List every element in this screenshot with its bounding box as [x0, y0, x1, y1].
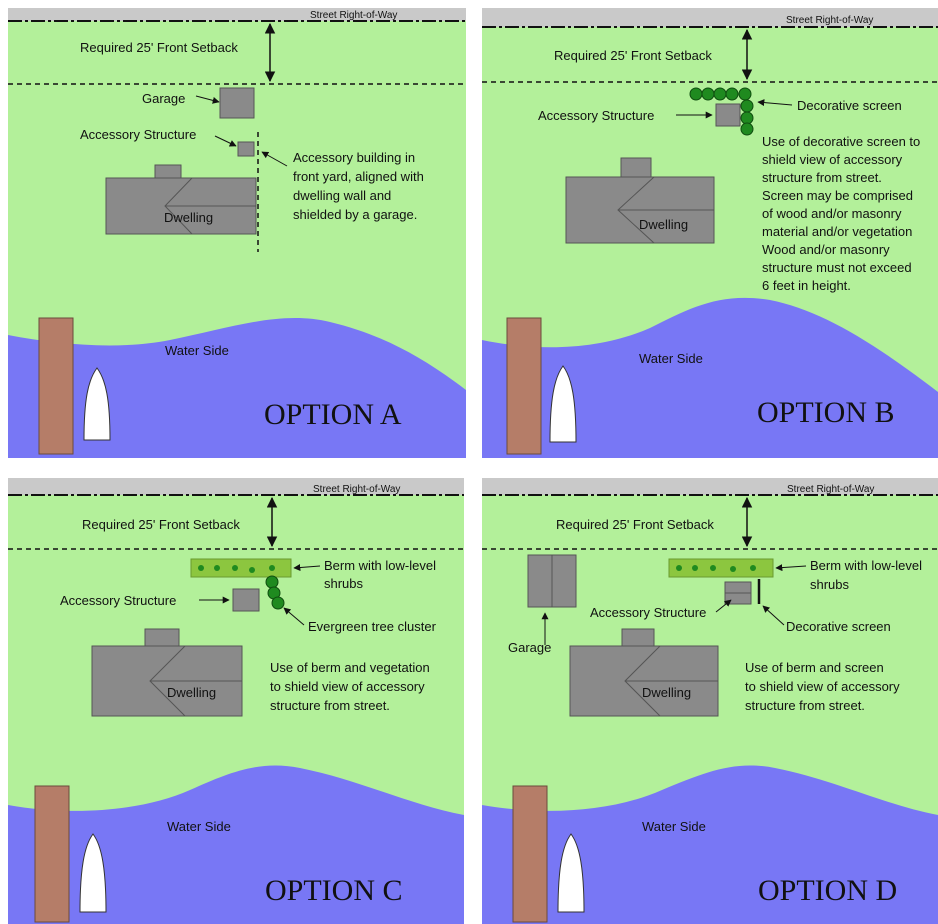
boat [549, 365, 577, 443]
berm-arrow [293, 564, 321, 572]
panel-option-a: Street Right-of-Way Required 25' Front S… [8, 8, 466, 458]
water-area [8, 318, 466, 458]
street-label: Street Right-of-Way [787, 484, 874, 495]
note-line: Screen may be comprised [762, 188, 913, 203]
dock [34, 785, 70, 923]
street-label: Street Right-of-Way [310, 10, 397, 21]
option-title: OPTION B [757, 396, 895, 429]
note-line: of wood and/or masonry [762, 206, 902, 221]
dwelling-label: Dwelling [639, 217, 688, 232]
berm-label: Berm with low-level [810, 558, 922, 573]
boat [557, 833, 585, 913]
decorative-screen [689, 87, 754, 136]
accessory-arrow [715, 599, 732, 613]
panel-option-d: Street Right-of-Way Required 25' Front S… [482, 478, 938, 924]
street-strip [8, 8, 466, 21]
water-area [482, 297, 938, 458]
screen-arrow [762, 605, 785, 626]
setback-label: Required 25' Front Setback [80, 40, 238, 55]
option-title: OPTION D [758, 874, 897, 907]
dwelling-label: Dwelling [642, 685, 691, 700]
boat [83, 367, 111, 441]
panel-option-b: Street Right-of-Way Required 25' Front S… [482, 8, 938, 458]
water-label: Water Side [642, 819, 706, 834]
street-strip [8, 478, 464, 495]
dock [506, 317, 542, 455]
note-line: 6 feet in height. [762, 278, 851, 293]
note-line: Use of berm and vegetation [270, 660, 430, 675]
evergreen-tree-cluster [265, 575, 285, 610]
setback-label: Required 25' Front Setback [556, 517, 714, 532]
water-area [482, 765, 938, 924]
garage [219, 87, 255, 119]
note-line: shield view of accessory [762, 152, 903, 167]
note-line: structure from street. [270, 698, 390, 713]
water-label: Water Side [165, 343, 229, 358]
berm-label: shrubs [324, 576, 364, 591]
water-label: Water Side [639, 351, 703, 366]
street-label: Street Right-of-Way [786, 15, 873, 26]
note-line: Use of decorative screen to [762, 134, 920, 149]
accessory-label: Accessory Structure [80, 127, 196, 142]
dock [512, 785, 548, 923]
water-area [8, 765, 464, 924]
setback-label: Required 25' Front Setback [82, 517, 240, 532]
boat [79, 833, 107, 913]
dwelling-label: Dwelling [164, 210, 213, 225]
accessory-label: Accessory Structure [590, 605, 706, 620]
garage-label: Garage [142, 91, 185, 106]
dock [38, 317, 74, 455]
note-line: material and/or vegetation [762, 224, 912, 239]
water-label: Water Side [167, 819, 231, 834]
note-line: Wood and/or masonry [762, 242, 890, 257]
accessory-structure [715, 103, 741, 127]
low-level-shrubs [676, 565, 756, 572]
berm-label: Berm with low-level [324, 558, 436, 573]
garage-arrow [195, 95, 220, 104]
note-arrow [261, 151, 288, 167]
berm [668, 558, 774, 578]
screen-label: Decorative screen [786, 619, 891, 634]
dwelling [565, 157, 715, 244]
berm [190, 558, 292, 578]
berm-label: shrubs [810, 577, 850, 592]
note-line: dwelling wall and [293, 188, 391, 203]
accessory-label: Accessory Structure [60, 593, 176, 608]
note-line: front yard, aligned with [293, 169, 424, 184]
dwelling [569, 628, 719, 717]
note-line: Accessory building in [293, 150, 415, 165]
note-line: structure from street. [762, 170, 882, 185]
option-title: OPTION C [265, 874, 403, 907]
note-line: Use of berm and screen [745, 660, 884, 675]
evergreen-arrow [283, 607, 305, 626]
setback-label: Required 25' Front Setback [554, 48, 712, 63]
screen-label: Decorative screen [797, 98, 902, 113]
street-strip [482, 8, 938, 27]
note-line: structure from street. [745, 698, 865, 713]
option-title: OPTION A [264, 398, 402, 431]
screen-arrow [757, 99, 793, 107]
berm-arrow [775, 564, 807, 572]
street-label: Street Right-of-Way [313, 484, 400, 495]
note-line: to shield view of accessory [745, 679, 900, 694]
accessory-label: Accessory Structure [538, 108, 654, 123]
panel-option-c: Street Right-of-Way Required 25' Front S… [8, 478, 464, 924]
accessory-structure [232, 588, 260, 612]
note-line: structure must not exceed [762, 260, 912, 275]
garage-label: Garage [508, 640, 551, 655]
note-line: to shield view of accessory [270, 679, 425, 694]
dwelling [91, 628, 243, 717]
street-strip [482, 478, 938, 495]
dwelling-label: Dwelling [167, 685, 216, 700]
evergreen-label: Evergreen tree cluster [308, 619, 437, 634]
dwelling [105, 164, 257, 235]
accessory-arrow [214, 135, 237, 147]
accessory-structure [237, 141, 255, 157]
low-level-shrubs [198, 565, 275, 573]
note-line: shielded by a garage. [293, 207, 417, 222]
